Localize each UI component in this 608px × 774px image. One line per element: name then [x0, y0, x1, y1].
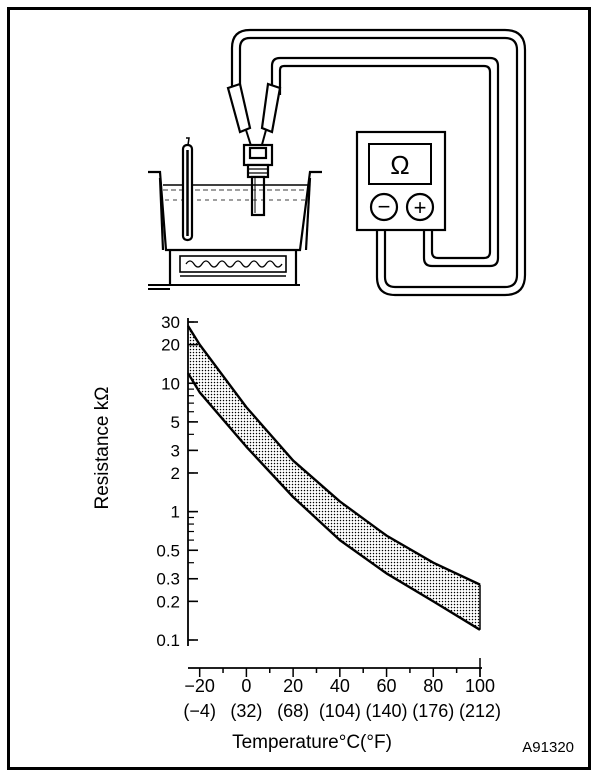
figure-code: A91320	[522, 739, 574, 756]
y-tick-label: 1	[171, 503, 180, 522]
test-lead-negative-wire	[238, 36, 519, 289]
x-tick-label-fahrenheit: (32)	[230, 701, 262, 721]
y-tick-label: 0.2	[156, 592, 180, 611]
x-tick-label-celsius: −20	[184, 676, 215, 696]
chart-axes	[187, 318, 482, 677]
y-tick-label: 20	[161, 336, 180, 355]
x-tick-label-fahrenheit: (−4)	[183, 701, 216, 721]
x-tick-label-fahrenheit: (104)	[319, 701, 361, 721]
y-tick-label: 2	[171, 464, 180, 483]
y-tick-label: 10	[161, 374, 180, 393]
thermometer	[181, 137, 194, 242]
x-tick-label-celsius: 40	[330, 676, 350, 696]
x-tick-label-fahrenheit: (140)	[366, 701, 408, 721]
y-tick-label: 0.1	[156, 631, 180, 650]
x-tick-label-celsius: 100	[465, 676, 495, 696]
x-tick-label-celsius: 0	[241, 676, 251, 696]
test-setup-illustration	[148, 28, 527, 297]
x-axis-label: Temperature°C(°F)	[232, 732, 392, 753]
meter-negative-terminal	[369, 192, 399, 222]
probe-right	[259, 82, 282, 153]
figure-frame	[7, 7, 591, 770]
y-tick-label: 5	[171, 413, 180, 432]
x-tick-label-celsius: 80	[423, 676, 443, 696]
y-tick-label: 0.3	[156, 570, 180, 589]
temperature-sensor	[242, 143, 274, 217]
y-tick-label: 30	[161, 313, 180, 332]
x-tick-label-celsius: 20	[283, 676, 303, 696]
minus-symbol: −	[378, 194, 391, 219]
y-tick-label: 3	[171, 441, 180, 460]
ohm-symbol: Ω	[390, 150, 409, 180]
y-axis-label: Resistance kΩ	[92, 387, 113, 510]
resistance-chart: 30 20 10 5 3 2 1 0.5 0.3 0.2 0.1 −20 (−4) 0 (32) 20 (68)…	[156, 313, 501, 721]
water-container	[148, 170, 322, 252]
probe-left	[226, 82, 254, 153]
ohmmeter	[355, 130, 447, 232]
x-tick-label-fahrenheit: (176)	[412, 701, 454, 721]
test-lead-positive-wire	[270, 56, 500, 268]
tolerance-band-fill	[188, 325, 480, 630]
heater	[148, 250, 300, 290]
x-tick-label-celsius: 60	[377, 676, 397, 696]
lower-limit-line	[186, 372, 481, 631]
tolerance-band	[186, 325, 481, 631]
plus-symbol: +	[414, 195, 427, 220]
x-tick-label-fahrenheit: (68)	[277, 701, 309, 721]
upper-limit-line	[186, 325, 481, 586]
meter-positive-terminal	[405, 192, 435, 222]
tick-labels: 30 20 10 5 3 2 1 0.5 0.3 0.2 0.1 −20 (−4) 0 (32) 20 (68)…	[156, 313, 501, 721]
x-tick-label-fahrenheit: (212)	[459, 701, 501, 721]
y-tick-label: 0.5	[156, 541, 180, 560]
